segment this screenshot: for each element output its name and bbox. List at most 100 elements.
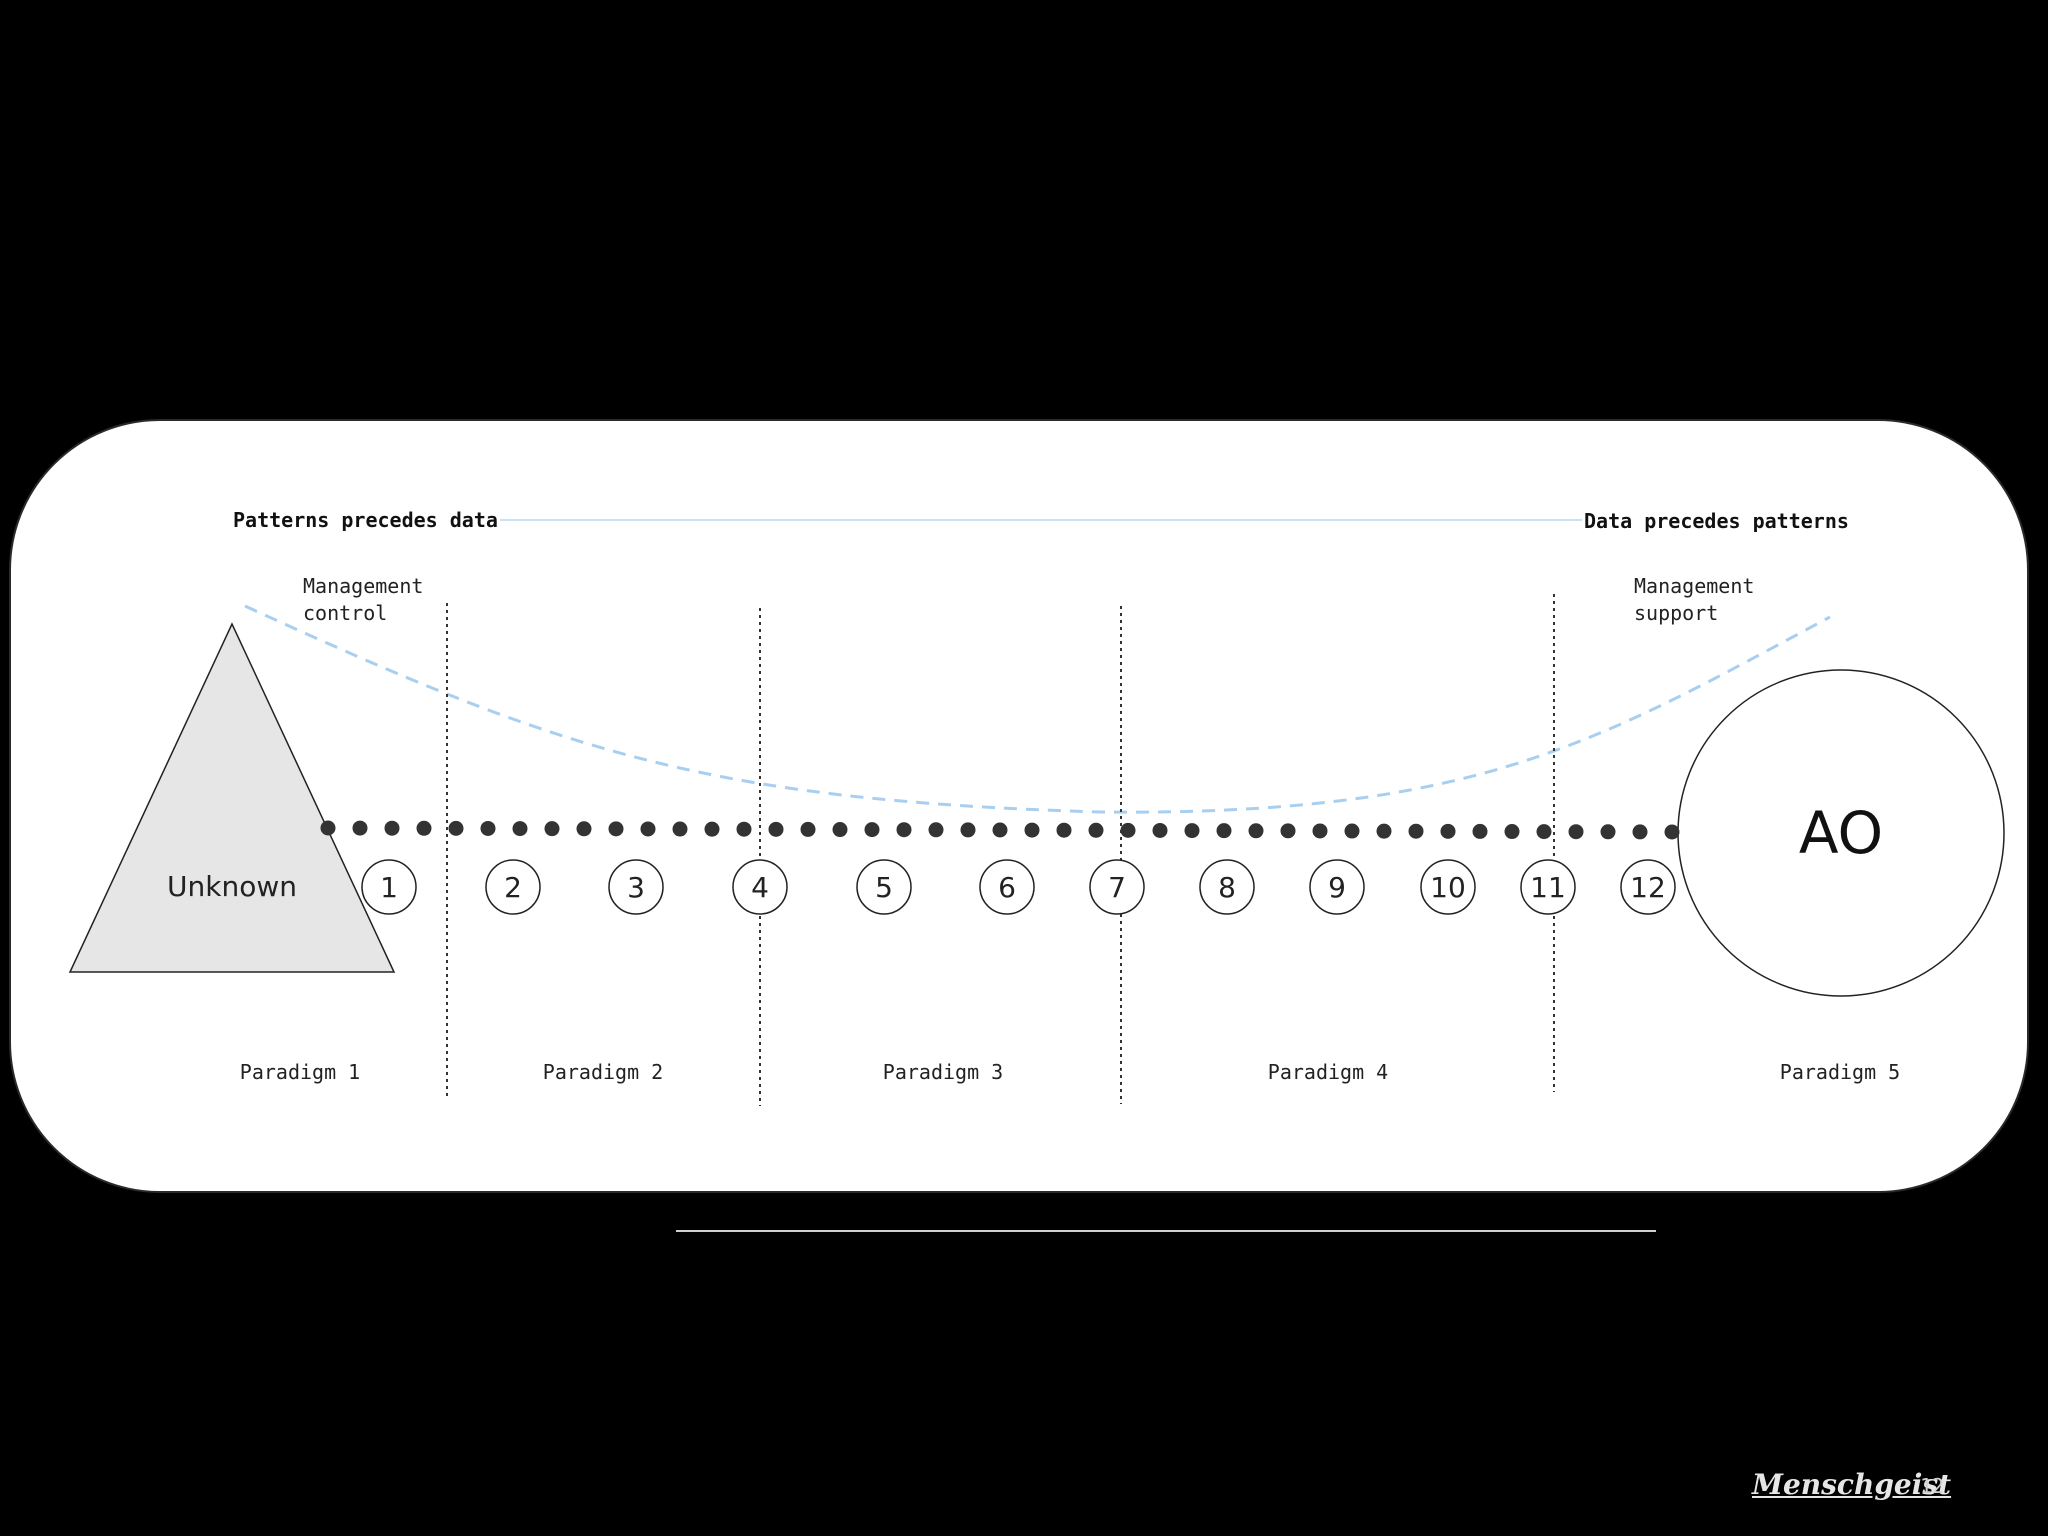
- step-marker: 1: [361, 859, 417, 915]
- path-dot: [832, 822, 848, 838]
- path-dot: [1120, 822, 1136, 838]
- step-number: 8: [1218, 871, 1236, 904]
- paradigm-labels: Paradigm 1 Paradigm 2 Paradigm 3 Paradigm 4…: [240, 1060, 1900, 1084]
- diagram-card: [9, 419, 2029, 1193]
- brand-logo: Menschgeist: [1752, 1468, 1952, 1501]
- path-dot: [1216, 823, 1232, 839]
- path-dot: [1152, 822, 1168, 838]
- path-dot: [544, 821, 560, 837]
- step-circle: [1199, 859, 1255, 915]
- paradigm-label: Paradigm 4: [1268, 1060, 1388, 1084]
- step-marker: 5: [856, 859, 912, 915]
- step-marker: 9: [1309, 859, 1365, 915]
- paradigm-label: Paradigm 1: [240, 1060, 360, 1084]
- step-marker: 8: [1199, 859, 1255, 915]
- step-circle: [856, 859, 912, 915]
- step-number: 10: [1430, 871, 1466, 904]
- step-number: 11: [1530, 871, 1566, 904]
- paradigm-label: Paradigm 2: [543, 1060, 663, 1084]
- step-circle: [1520, 859, 1576, 915]
- path-dot: [512, 821, 528, 837]
- paradigm-label: Paradigm 3: [883, 1060, 1003, 1084]
- step-marker: 6: [979, 859, 1035, 915]
- path-dot: [864, 822, 880, 838]
- management-curve: [244, 604, 1831, 814]
- path-dot: [384, 820, 400, 836]
- annotation-right-line1: Management: [1634, 574, 1754, 598]
- path-dot: [896, 822, 912, 838]
- step-circle: [1089, 859, 1145, 915]
- path-dot: [960, 822, 976, 838]
- path-dot: [320, 820, 336, 836]
- path-dot: [1664, 824, 1680, 840]
- path-dot: [448, 820, 464, 836]
- path-dot: [416, 820, 432, 836]
- path-dot: [1376, 823, 1392, 839]
- step-circle: [608, 859, 664, 915]
- dotted-progress-path: [320, 820, 1680, 840]
- unknown-label: Unknown: [167, 870, 297, 903]
- path-dot: [1504, 824, 1520, 840]
- step-circle: [732, 859, 788, 915]
- path-dot: [608, 821, 624, 837]
- path-dot: [1024, 822, 1040, 838]
- annotation-left-line2: control: [303, 601, 387, 625]
- path-dot: [800, 821, 816, 837]
- step-number: 4: [751, 871, 769, 904]
- path-dot: [1536, 824, 1552, 840]
- step-circle: [1309, 859, 1365, 915]
- path-dot: [1600, 824, 1616, 840]
- step-number: 2: [504, 871, 522, 904]
- unknown-triangle: [68, 622, 396, 973]
- step-marker: 4: [732, 859, 788, 915]
- step-marker: 10: [1420, 859, 1476, 915]
- step-circle: [361, 859, 417, 915]
- path-dot: [1056, 822, 1072, 838]
- path-dot: [1312, 823, 1328, 839]
- path-dot: [640, 821, 656, 837]
- step-number: 7: [1108, 871, 1126, 904]
- path-dot: [928, 822, 944, 838]
- path-dot: [1568, 824, 1584, 840]
- step-marker: 3: [608, 859, 664, 915]
- path-dot: [736, 821, 752, 837]
- annotation-left-line1: Management: [303, 574, 423, 598]
- path-dot: [1280, 823, 1296, 839]
- path-dot: [704, 821, 720, 837]
- step-circle: [979, 859, 1035, 915]
- path-dot: [1184, 823, 1200, 839]
- step-number: 6: [998, 871, 1016, 904]
- path-dot: [1344, 823, 1360, 839]
- step-marker: 11: [1520, 859, 1576, 915]
- path-dot: [576, 821, 592, 837]
- step-marker: 2: [485, 859, 541, 915]
- path-dot: [992, 822, 1008, 838]
- path-dot: [480, 820, 496, 836]
- step-circle: [485, 859, 541, 915]
- path-dot: [768, 821, 784, 837]
- path-dot: [1472, 823, 1488, 839]
- ao-label: AO: [1799, 799, 1883, 867]
- step-circle: [1420, 859, 1476, 915]
- page-number: 12: [1920, 1474, 1945, 1498]
- path-dot: [1632, 824, 1648, 840]
- step-number: 12: [1630, 871, 1666, 904]
- step-circle: [1620, 859, 1676, 915]
- step-number: 1: [380, 871, 398, 904]
- step-number: 3: [627, 871, 645, 904]
- path-dot: [672, 821, 688, 837]
- left-header-label: Patterns precedes data: [233, 508, 498, 532]
- paradigm-label: Paradigm 5: [1780, 1060, 1900, 1084]
- step-number: 5: [875, 871, 893, 904]
- path-dot: [1088, 822, 1104, 838]
- annotation-right-line2: support: [1634, 601, 1718, 625]
- step-marker: 12: [1620, 859, 1676, 915]
- step-marker: 7: [1089, 859, 1145, 915]
- path-dot: [1248, 823, 1264, 839]
- path-dot: [1408, 823, 1424, 839]
- right-header-label: Data precedes patterns: [1584, 509, 1849, 533]
- step-number: 9: [1328, 871, 1346, 904]
- path-dot: [352, 820, 368, 836]
